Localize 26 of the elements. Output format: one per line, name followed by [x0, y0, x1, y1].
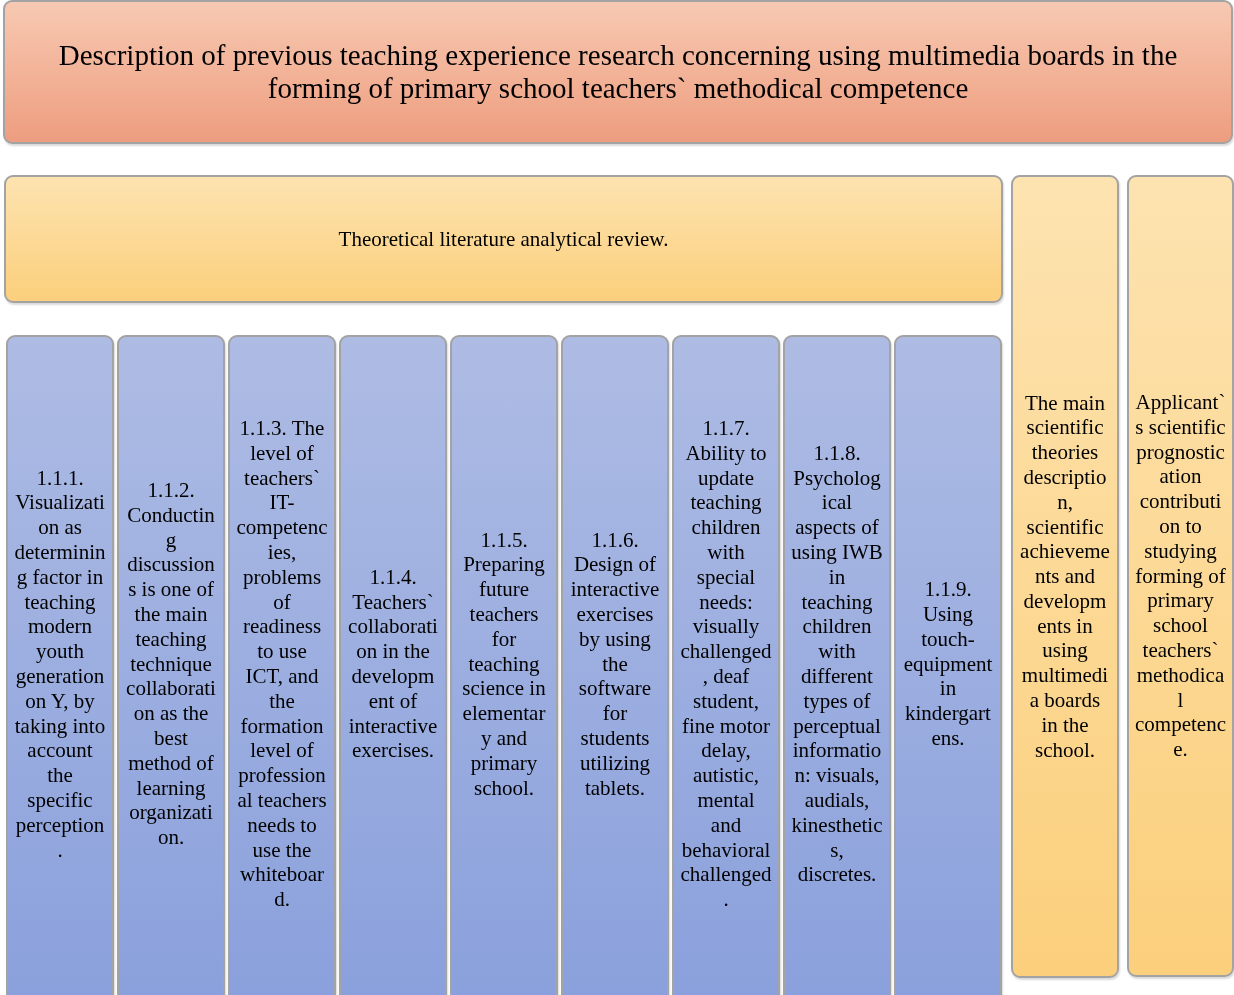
topic-column: [339, 335, 447, 995]
topic-column: [117, 335, 225, 995]
section-box: [1127, 175, 1234, 977]
topic-text: 1.1.8. Psychological aspects of using IWB in teaching children with different types of perceptual information: visuals, audials, kinesthetics, discretes.: [791, 440, 883, 888]
topic-text: 1.1.9. Using touch-equipment in kindergartens.: [902, 577, 994, 751]
topic-text: 1.1.6. Design of interactive exercises by using the software for students utilizing tablets.: [569, 527, 661, 801]
topic-text: 1.1.5. Preparing future teachers for teaching science in elementary and primary school.: [461, 527, 547, 801]
topic-column: [6, 335, 114, 995]
section-text: Applicant`s scientific prognostication contribution to studying forming of primary school teachers` methodical competence.: [1135, 390, 1226, 762]
title-banner: [3, 0, 1233, 144]
section-box: [4, 175, 1003, 303]
topic-column: [561, 335, 669, 995]
topic-text: 1.1.2. Conducting discussions is one of the main teaching technique collaboration as the best method of learning organization.: [125, 478, 217, 850]
section-text: The main scientific theories description, scientific achievements and developments in using multimedia boards in the school.: [1019, 390, 1111, 763]
title-text: Description of previous teaching experience research concerning using multimedia boards in the forming of primary school teachers` methodical competence: [57, 39, 1179, 105]
topic-column: [228, 335, 336, 995]
topic-column: [894, 335, 1002, 995]
topic-column: [672, 335, 780, 995]
section-text: Theoretical literature analytical review.: [338, 226, 669, 252]
topic-text: 1.1.7. Ability to update teaching children with special needs: visually challenged, deaf student, fine motor delay, autistic, mental and behavioral challenged.: [680, 416, 772, 912]
topic-text: 1.1.4. Teachers` collaboration in the development of interactive exercises.: [347, 564, 439, 764]
topic-column: [450, 335, 558, 995]
topic-text: 1.1.3. The level of teachers` IT-competencies, problems of readiness to use ICT, and the formation level of professional teachers needs to use the whiteboard.: [236, 416, 328, 912]
section-box: [1011, 175, 1119, 978]
topic-column: [783, 335, 891, 995]
topic-text: 1.1.1. Visualization as determining factor in teaching modern youth generation on Y, by taking into account the specific perception.: [14, 465, 106, 863]
